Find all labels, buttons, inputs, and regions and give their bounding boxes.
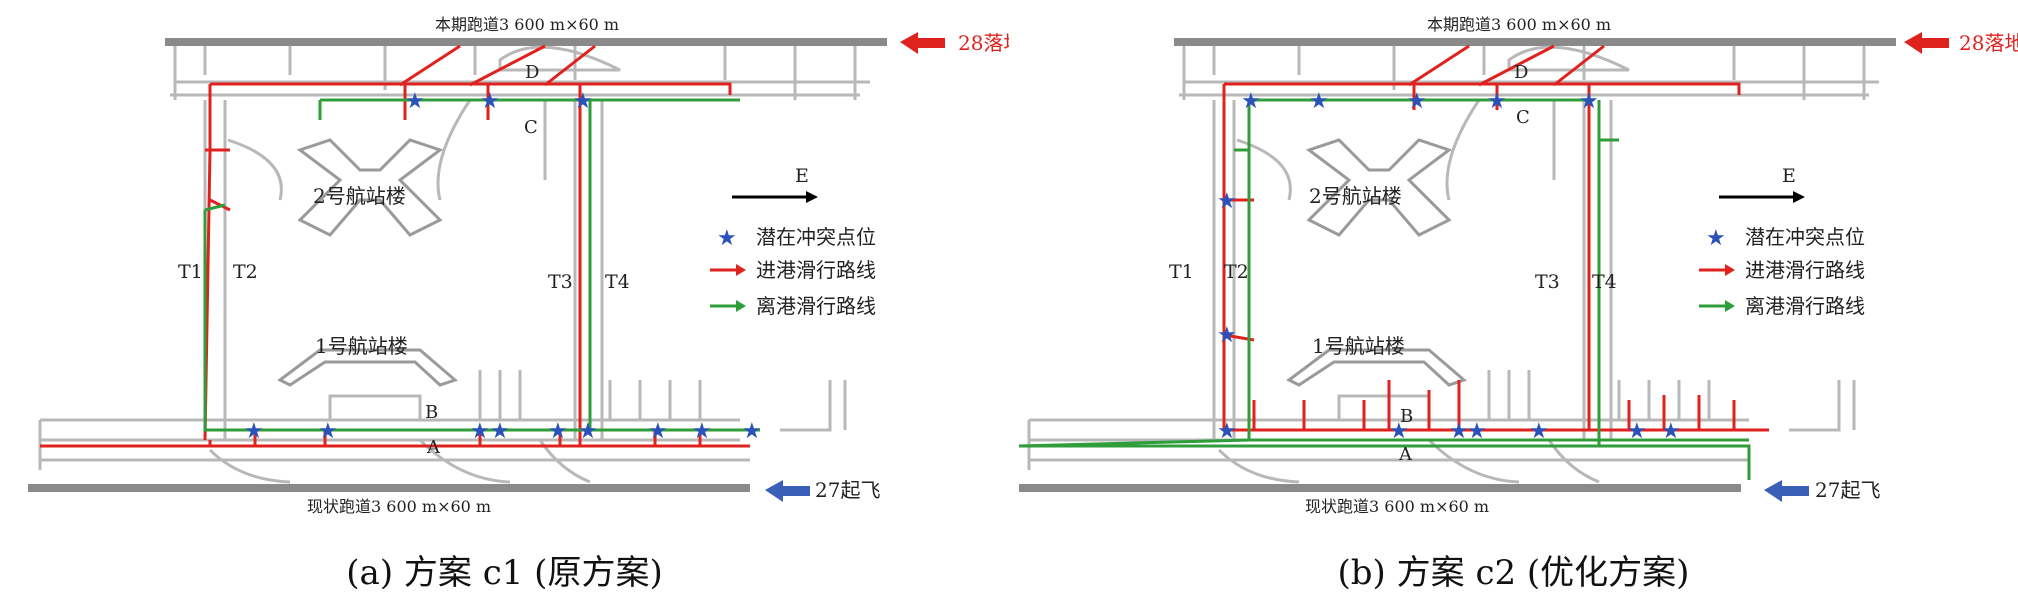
conflict-points: ★ ★ ★ ★ ★ ★ ★ ★ ★ ★ ★ ★ ★ ★ — [1217, 89, 1681, 444]
arrival-routes — [1222, 44, 1769, 432]
takeoff-label: 27起飞 — [1815, 478, 1880, 502]
conflict-star: ★ — [1579, 89, 1599, 114]
conflict-star: ★ — [1529, 419, 1549, 444]
arrival-routes — [40, 44, 750, 448]
departure-routes — [203, 98, 760, 432]
taxiway-d-label: D — [1514, 62, 1528, 83]
takeoff-label: 27起飞 — [815, 478, 880, 502]
conflict-star: ★ — [1217, 419, 1237, 444]
legend-arrival-arrowhead-icon — [1725, 264, 1735, 276]
taxiway-t1-label: T1 — [1169, 261, 1194, 283]
runway-top-label: 本期跑道3 600 m×60 m — [435, 15, 619, 34]
conflict-star: ★ — [1627, 419, 1647, 444]
panel-a: ★ ★ ★ ★ ★ ★ ★ ★ ★ ★ ★ ★ ★ 本期跑道3 600 m×60… — [28, 15, 1009, 593]
caption-a: (a) 方案 c1 (原方案) — [346, 553, 663, 593]
taxiway-network — [38, 45, 870, 484]
runway-bottom — [1019, 484, 1741, 492]
landing-arrow-icon — [1904, 32, 1949, 54]
taxiway-t3-label: T3 — [1535, 271, 1560, 293]
conflict-star: ★ — [692, 419, 712, 444]
airport-diagram-b: ★ ★ ★ ★ ★ ★ ★ ★ ★ ★ ★ ★ ★ ★ ★ 本期跑道3 600 … — [1018, 15, 2018, 516]
taxiway-a-label: A — [1398, 444, 1413, 465]
conflict-star: ★ — [1467, 419, 1487, 444]
caption-b: (b) 方案 c2 (优化方案) — [1337, 553, 1690, 593]
landing-arrow-icon — [900, 32, 945, 54]
landing-label: 28落地 — [1959, 31, 2018, 55]
runway-bottom-label: 现状跑道3 600 m×60 m — [1305, 497, 1489, 516]
legend-arrival-arrowhead-icon — [736, 264, 746, 276]
legend-departure-label: 离港滑行路线 — [1745, 294, 1865, 318]
conflict-star: ★ — [742, 419, 762, 444]
conflict-star: ★ — [648, 419, 668, 444]
taxiway-t4-label: T4 — [1592, 271, 1617, 293]
taxiway-d-label: D — [525, 62, 539, 83]
conflict-star: ★ — [1487, 89, 1507, 114]
taxiway-t3-label: T3 — [548, 271, 573, 293]
conflict-star: ★ — [1449, 419, 1469, 444]
legend-star-icon: ★ — [1706, 226, 1726, 251]
landing-label: 28落地 — [958, 31, 1009, 55]
conflict-star: ★ — [573, 89, 593, 114]
runway-top-label: 本期跑道3 600 m×60 m — [1427, 15, 1611, 34]
terminal2-outline — [296, 138, 444, 237]
terminal2-outline — [1305, 138, 1453, 237]
panel-b: ★ ★ ★ ★ ★ ★ ★ ★ ★ ★ ★ ★ ★ ★ ★ 本期跑道3 600 … — [1009, 0, 2018, 607]
conflict-star: ★ — [1661, 419, 1681, 444]
runway-top — [165, 38, 887, 46]
takeoff-arrow-icon — [1764, 480, 1809, 502]
terminal1-label: 1号航站楼 — [315, 334, 408, 358]
terminal1-outline — [1286, 348, 1467, 387]
taxiway-a-label: A — [426, 437, 441, 458]
conflict-star: ★ — [470, 419, 490, 444]
taxiway-b-label: B — [425, 402, 438, 423]
terminal1-label: 1号航站楼 — [1312, 334, 1405, 358]
taxiway-c-label: C — [1516, 107, 1530, 128]
runway-bottom — [28, 484, 750, 492]
taxiway-c-label: C — [524, 117, 538, 138]
taxiway-t2-label: T2 — [1224, 261, 1249, 283]
airport-diagram-a: ★ ★ ★ ★ ★ ★ ★ ★ ★ ★ ★ ★ ★ 本期跑道3 600 m×60… — [28, 15, 1009, 516]
conflict-star: ★ — [480, 89, 500, 114]
direction-arrowhead-icon — [806, 191, 818, 203]
conflict-star: ★ — [244, 419, 264, 444]
taxiway-b-label: B — [1400, 406, 1413, 427]
conflict-points: ★ ★ ★ ★ ★ ★ ★ ★ ★ ★ ★ ★ — [244, 89, 762, 444]
taxiway-t4-label: T4 — [605, 271, 630, 293]
terminal2-label: 2号航站楼 — [1309, 184, 1402, 208]
direction-arrowhead-icon — [1793, 191, 1805, 203]
legend-departure-arrowhead-icon — [736, 300, 746, 312]
legend-departure-arrowhead-icon — [1725, 300, 1735, 312]
runway-top — [1174, 38, 1896, 46]
conflict-star: ★ — [405, 89, 425, 114]
direction-label: E — [795, 165, 809, 187]
takeoff-arrow-icon — [765, 480, 810, 502]
terminal2-label: 2号航站楼 — [313, 184, 406, 208]
conflict-star: ★ — [1217, 189, 1237, 214]
conflict-star: ★ — [1407, 89, 1427, 114]
legend-departure-label: 离港滑行路线 — [756, 294, 876, 318]
legend-star-icon: ★ — [717, 226, 737, 251]
conflict-star: ★ — [1389, 419, 1409, 444]
taxiway-t1-label: T1 — [178, 261, 203, 283]
legend-conflict-label: 潜在冲突点位 — [1745, 225, 1865, 249]
conflict-star: ★ — [1309, 89, 1329, 114]
legend-conflict-label: 潜在冲突点位 — [756, 225, 876, 249]
taxiway-t2-label: T2 — [233, 261, 258, 283]
conflict-star: ★ — [578, 419, 598, 444]
conflict-star: ★ — [318, 419, 338, 444]
terminal1-outline — [277, 348, 458, 387]
direction-label: E — [1782, 165, 1796, 187]
conflict-star: ★ — [1241, 89, 1261, 114]
legend-arrival-label: 进港滑行路线 — [1745, 258, 1865, 282]
conflict-star: ★ — [1217, 323, 1237, 348]
conflict-star: ★ — [490, 419, 510, 444]
conflict-star: ★ — [548, 419, 568, 444]
legend-arrival-label: 进港滑行路线 — [756, 258, 876, 282]
departure-routes — [1018, 98, 1751, 480]
runway-bottom-label: 现状跑道3 600 m×60 m — [307, 497, 491, 516]
